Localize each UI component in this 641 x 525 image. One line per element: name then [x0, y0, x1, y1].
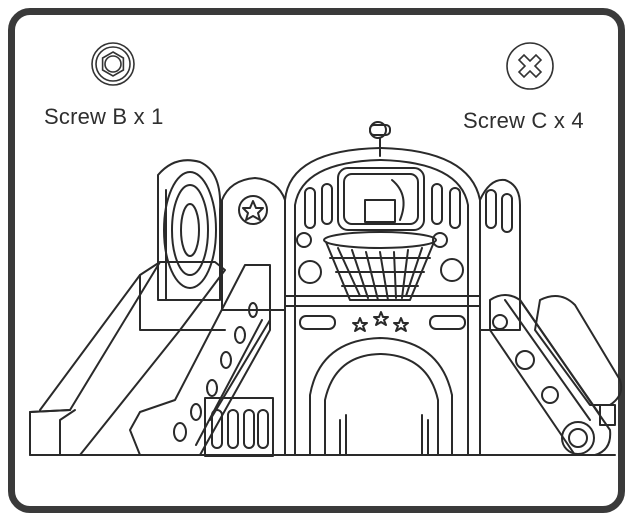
screw-b-label: Screw B x 1 — [44, 104, 164, 129]
right-side-panel — [479, 178, 521, 331]
main-arch-structure — [284, 147, 481, 456]
climbing-ladder — [489, 294, 623, 456]
phillips-screw-head-icon — [506, 42, 554, 90]
spinner-panel — [157, 159, 222, 301]
climbing-slide — [129, 264, 271, 456]
assembly-card-frame — [8, 8, 625, 513]
screw-c-label: Screw C x 4 — [463, 108, 584, 133]
basketball-hoop — [323, 121, 437, 301]
hex-screw-head-icon — [91, 42, 135, 86]
